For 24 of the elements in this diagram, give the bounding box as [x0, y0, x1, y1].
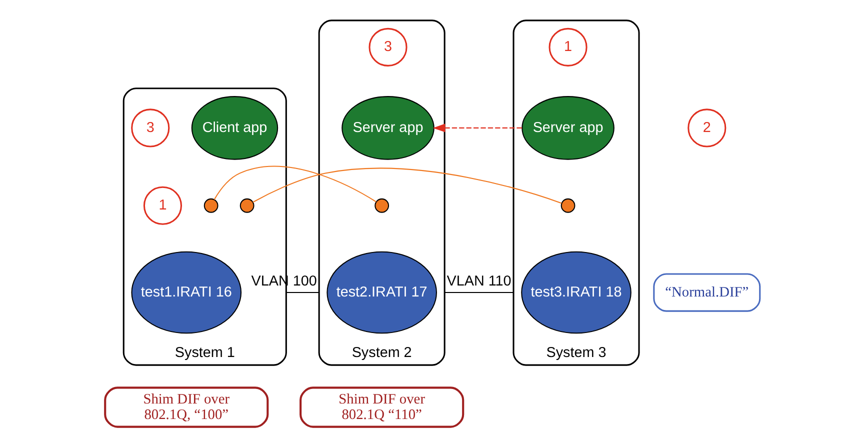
node-box: Shim DIF over 802.1Q, “100” — [104, 386, 269, 428]
connector — [444, 292, 514, 294]
arrow — [432, 124, 522, 132]
node-ellipse: test2.IRATI 17 — [326, 251, 437, 334]
node-box: Shim DIF over 802.1Q “110” — [300, 386, 464, 428]
edge-label: VLAN 110 — [446, 274, 512, 290]
connector — [214, 166, 376, 202]
node-ellipse: test3.IRATI 18 — [521, 251, 632, 334]
node-ellipse: Server app — [342, 96, 434, 160]
node-circle — [204, 198, 218, 213]
node-circle — [374, 198, 390, 213]
connector — [252, 168, 562, 204]
node-ellipse: Server app — [522, 96, 614, 160]
node-ellipse: test1.IRATI 16 — [131, 251, 242, 334]
node-circle: 3 — [368, 28, 408, 66]
node-circle — [240, 198, 254, 213]
node-ellipse: Client app — [191, 96, 278, 160]
connector — [286, 292, 320, 294]
node-box: “Normal.DIF” — [653, 273, 761, 312]
node-circle: 1 — [548, 28, 588, 66]
node-circle — [560, 198, 576, 213]
node-circle: 2 — [688, 108, 726, 148]
node-circle: 3 — [131, 108, 170, 148]
node-circle: 1 — [143, 186, 182, 225]
